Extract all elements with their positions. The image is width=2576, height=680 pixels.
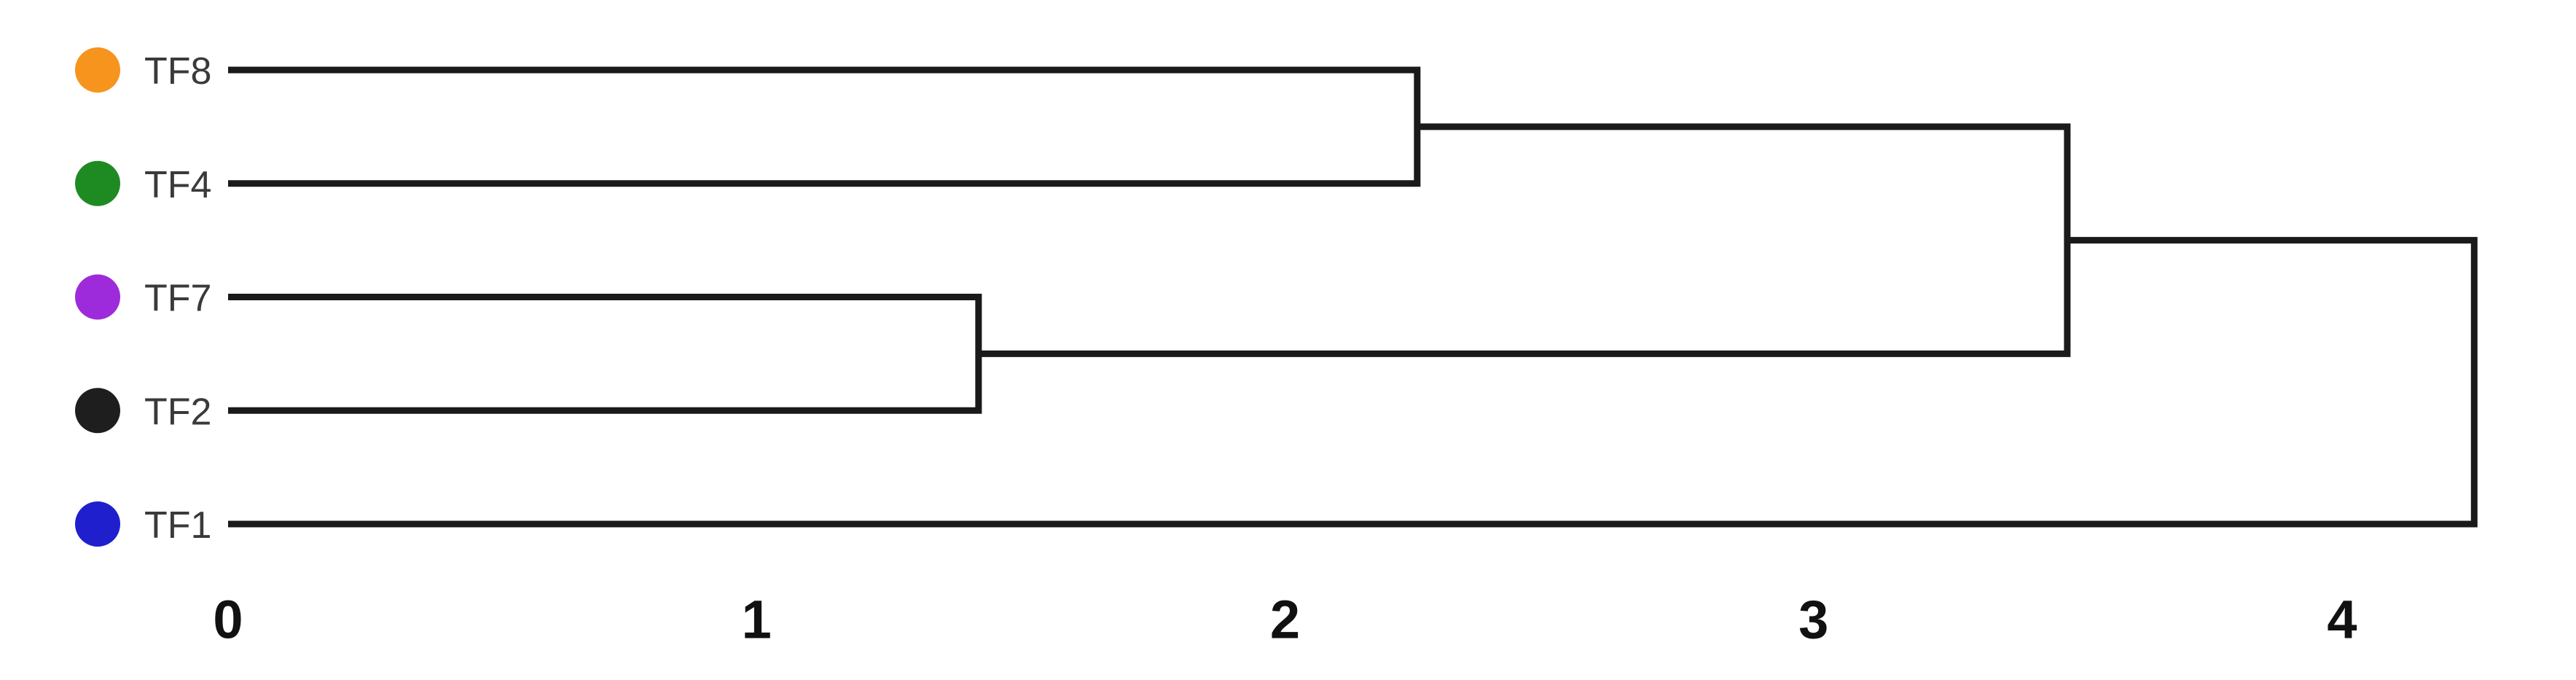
x-axis-tick-label-1: 1 <box>742 590 772 650</box>
leaf-label-tf2: TF2 <box>144 391 211 433</box>
x-axis-tick-label-0: 0 <box>213 590 243 650</box>
dendrogram-link-node-1 <box>228 294 982 414</box>
leaf-label-tf4: TF4 <box>144 164 211 206</box>
dendrogram-link-node-4 <box>228 237 2478 528</box>
leaf-dot-tf1 <box>75 501 120 547</box>
leaf-dot-tf4 <box>75 160 120 206</box>
leaf-label-tf8: TF8 <box>144 50 211 93</box>
x-axis-tick-label-4: 4 <box>2327 590 2357 650</box>
leaf-dot-tf7 <box>75 274 120 320</box>
leaf-dot-tf2 <box>75 388 120 434</box>
leaf-label-tf1: TF1 <box>144 504 211 547</box>
leaf-dot-tf8 <box>75 47 120 93</box>
dendrogram-link-node-2 <box>228 66 1421 187</box>
leaf-label-tf7: TF7 <box>144 278 211 320</box>
x-axis-tick-label-3: 3 <box>1798 590 1828 650</box>
x-axis-tick-label-2: 2 <box>1270 590 1300 650</box>
